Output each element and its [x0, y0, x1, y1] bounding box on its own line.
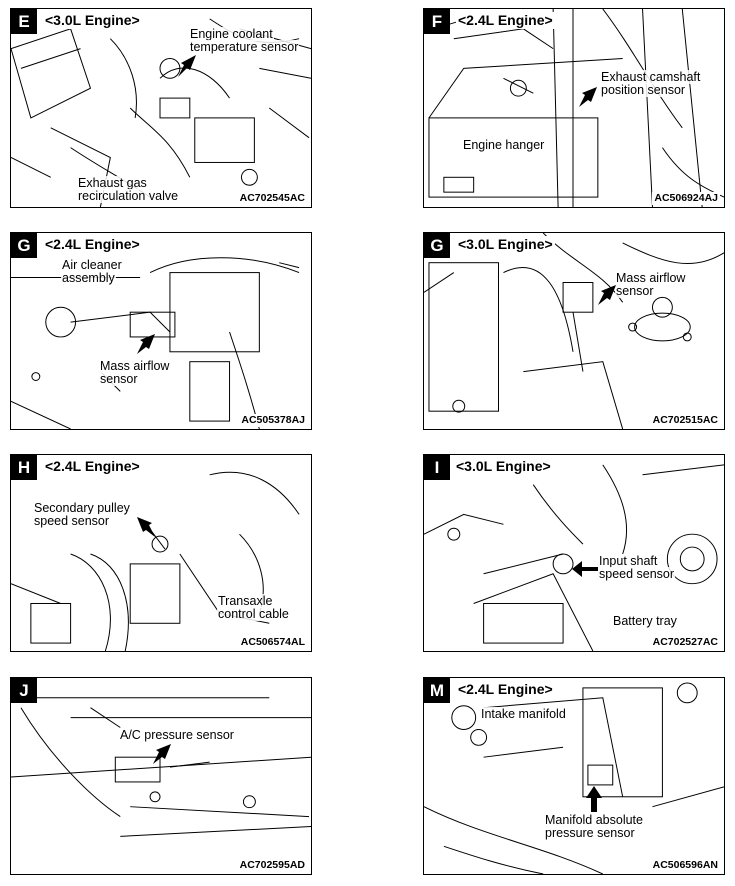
label-line: control cable [217, 607, 290, 621]
label-line: Input shaft [598, 554, 659, 568]
figure-code: AC702595AD [237, 859, 307, 872]
engine-type: <3.0L Engine> [43, 12, 142, 29]
label-line: Intake manifold [480, 707, 567, 721]
label-line: Engine coolant [189, 27, 274, 41]
figure-code: AC506596AN [650, 859, 720, 872]
panel-letter: E [11, 9, 37, 34]
label-line: sensor [615, 284, 655, 298]
panel-letter: M [424, 678, 450, 703]
label-line: Manifold absolute [544, 813, 644, 827]
panel-g-30: G <3.0L Engine> Mass airflow sensor AC70… [423, 232, 725, 430]
label-line: assembly [61, 271, 116, 285]
label-line: speed sensor [33, 514, 111, 528]
pointer-arrow-icon [586, 786, 602, 812]
panel-letter: I [424, 455, 450, 480]
panel-i: I <3.0L Engine> Input shaft speed sensor… [423, 454, 725, 652]
pointer-arrow-icon [137, 334, 155, 354]
figure-code: AC505378AJ [239, 414, 307, 427]
label-line: position sensor [600, 83, 687, 97]
label-line: Engine hanger [462, 138, 546, 152]
panel-e: E <3.0L Engine> Engine coolant temperatu… [10, 8, 312, 208]
engine-illustration [11, 257, 300, 429]
label-line: sensor [99, 372, 139, 386]
pointer-arrow-icon [137, 517, 155, 537]
engine-type: <2.4L Engine> [43, 458, 142, 475]
label-line: Exhaust camshaft [600, 70, 702, 84]
label-line: Exhaust gas [77, 176, 148, 190]
engine-illustration [11, 697, 311, 837]
figure-code: AC702527AC [650, 636, 720, 649]
label-line: speed sensor [598, 567, 676, 581]
pointer-arrow-icon [153, 744, 171, 764]
figure-code: AC702515AC [650, 414, 720, 427]
panel-letter: G [11, 233, 37, 258]
panel-letter: J [11, 678, 37, 703]
label-line: Air cleaner [61, 258, 123, 272]
pointer-arrow-icon [178, 55, 196, 77]
label-line: Mass airflow [615, 271, 687, 285]
engine-type: <3.0L Engine> [454, 458, 553, 475]
engine-illustration [424, 682, 724, 874]
panel-m: M <2.4L Engine> Intake manifold Manifold… [423, 677, 725, 875]
engine-type: <2.4L Engine> [456, 681, 555, 698]
figure-code: AC506924AJ [652, 192, 720, 205]
label-line: temperature sensor [189, 40, 300, 54]
pointer-arrow-icon [572, 561, 598, 577]
panel-letter: H [11, 455, 37, 480]
pointer-arrow-icon [579, 87, 597, 107]
label-line: Transaxle [217, 594, 274, 608]
figure-code: AC506574AL [238, 636, 307, 649]
pointer-arrow-icon [598, 285, 616, 305]
figure-code: AC702545AC [237, 192, 307, 205]
label-line: Battery tray [612, 614, 678, 628]
engine-type: <3.0L Engine> [456, 236, 555, 253]
label-line: recirculation valve [77, 189, 180, 203]
panel-letter: G [424, 233, 450, 258]
label-line: A/C pressure sensor [119, 728, 235, 742]
engine-illustration [424, 233, 724, 429]
label-line: pressure sensor [544, 826, 636, 840]
label-line: Mass airflow [99, 359, 171, 373]
engine-type: <2.4L Engine> [456, 12, 555, 29]
panel-g-24: G <2.4L Engine> Air cleaner assembly Mas… [10, 232, 312, 430]
panel-j: J A/C pressure sensor AC702595AD [10, 677, 312, 875]
panel-letter: F [424, 9, 450, 34]
label-line: Secondary pulley [33, 501, 131, 515]
panel-h: H <2.4L Engine> Secondary pulley speed s… [10, 454, 312, 652]
engine-illustration [424, 464, 724, 651]
engine-type: <2.4L Engine> [43, 236, 142, 253]
engine-illustration [11, 471, 300, 651]
panel-f: F <2.4L Engine> Exhaust camshaft positio… [423, 8, 725, 208]
engine-illustration [428, 9, 724, 207]
